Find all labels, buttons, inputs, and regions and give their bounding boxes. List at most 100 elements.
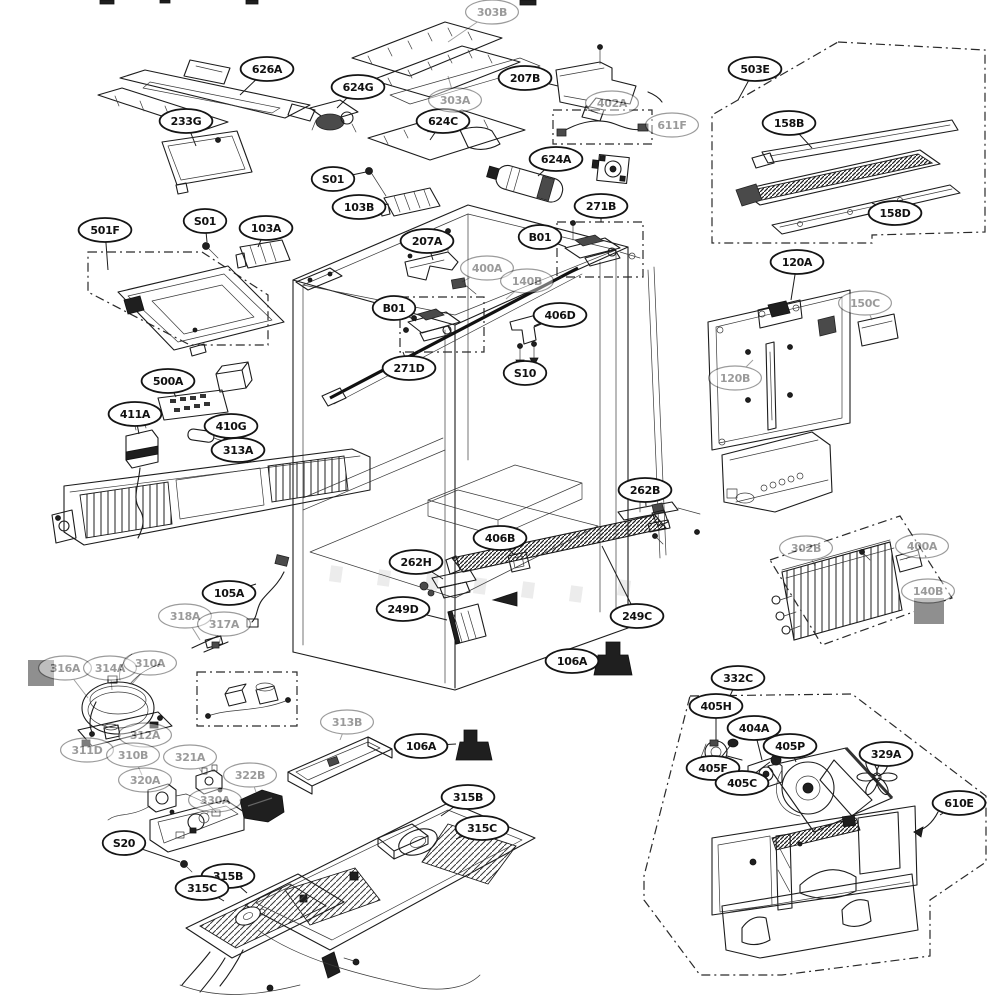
- callout-316a: 316A: [37, 655, 92, 699]
- condenser-assembly: [769, 515, 953, 646]
- callout-120a: 120A: [769, 249, 825, 301]
- callout-330a: 330A: [188, 787, 243, 815]
- rail-249c: [445, 509, 669, 575]
- pump-tray-330a: [149, 799, 245, 853]
- callout-626a: 626A: [239, 56, 295, 96]
- callout-106a: 106A: [393, 733, 457, 759]
- svg-text:611F: 611F: [657, 119, 686, 132]
- connector-103a: [235, 239, 291, 269]
- callout-312a: 312A: [117, 722, 172, 748]
- callout-320a: 320A: [117, 767, 172, 793]
- svg-text:303B: 303B: [477, 6, 507, 19]
- callout-503e: 503E: [727, 56, 783, 101]
- pipe-311d: [89, 701, 97, 733]
- small-motor-block: [591, 153, 630, 185]
- callout-103a: 103A: [238, 215, 294, 248]
- callout-317a: 317A: [197, 611, 252, 645]
- callout-610e: 610E: [931, 790, 987, 816]
- callout-262h: 262H: [388, 549, 444, 580]
- callout-624c: 624C: [415, 108, 471, 141]
- callout-311d: 311D: [59, 733, 114, 763]
- svg-text:405P: 405P: [775, 740, 805, 753]
- svg-text:310B: 310B: [118, 749, 148, 762]
- callout-271d: 271D: [381, 351, 437, 381]
- svg-text:318A: 318A: [170, 610, 201, 623]
- cover-plate-233g: [161, 130, 253, 195]
- callout-315b: 315B: [200, 863, 256, 894]
- callout-b01: B01: [517, 224, 567, 250]
- starter-kit-box: [196, 671, 298, 727]
- callout-271b: 271B: [573, 193, 629, 222]
- svg-text:302B: 302B: [791, 542, 821, 555]
- direction-arrow: [491, 591, 518, 607]
- compressor: [77, 653, 173, 747]
- callout-406d: 406D: [532, 302, 588, 328]
- svg-text:313B: 313B: [332, 716, 362, 729]
- svg-text:410G: 410G: [216, 420, 247, 433]
- callout-313b: 313B: [320, 709, 375, 741]
- callout-411a: 411A: [107, 401, 163, 435]
- svg-text:158D: 158D: [880, 207, 911, 220]
- svg-text:624C: 624C: [428, 115, 458, 128]
- svg-text:150C: 150C: [850, 297, 880, 310]
- harness-box-611f: [552, 109, 653, 145]
- foam-block-322b: [239, 789, 285, 823]
- svg-text:312A: 312A: [130, 729, 161, 742]
- top-rail-set: [351, 21, 541, 105]
- svg-text:405F: 405F: [698, 762, 727, 775]
- svg-text:330A: 330A: [200, 794, 231, 807]
- block-406b: [507, 551, 531, 573]
- svg-text:405C: 405C: [727, 777, 757, 790]
- power-cord-411a: [125, 419, 159, 539]
- callout-s01: S01: [310, 166, 367, 192]
- svg-text:411A: 411A: [120, 408, 151, 421]
- svg-text:262H: 262H: [401, 556, 432, 569]
- svg-text:103A: 103A: [251, 222, 282, 235]
- callout-s10: S10: [502, 360, 548, 386]
- callout-103b: 103B: [331, 194, 387, 220]
- callout-303a: 303A: [428, 75, 483, 113]
- svg-text:314A: 314A: [95, 662, 126, 675]
- callout-262b: 262B: [617, 477, 673, 507]
- callout-314a: 314A: [82, 655, 137, 691]
- svg-text:315C: 315C: [467, 822, 497, 835]
- svg-text:626A: 626A: [252, 63, 283, 76]
- callout-611f: 611F: [644, 112, 699, 138]
- svg-text:405H: 405H: [701, 700, 732, 713]
- callout-150c: 150C: [837, 290, 892, 321]
- machine-room-cover: [711, 805, 918, 916]
- svg-text:501F: 501F: [90, 224, 119, 237]
- svg-text:S01: S01: [322, 173, 344, 186]
- svg-text:610E: 610E: [944, 797, 973, 810]
- callout-406b: 406B: [472, 525, 528, 556]
- callout-410g: 410G: [203, 413, 259, 439]
- screw-s20: [180, 860, 193, 873]
- board-249d: [447, 603, 487, 645]
- callout-322b: 322B: [223, 762, 278, 793]
- bracket-262h: [419, 569, 477, 599]
- svg-text:500A: 500A: [153, 375, 184, 388]
- callout-b01: B01: [371, 295, 417, 322]
- svg-text:S10: S10: [514, 367, 537, 380]
- svg-text:332C: 332C: [723, 672, 753, 685]
- svg-text:B01: B01: [383, 302, 406, 315]
- svg-text:103B: 103B: [344, 201, 374, 214]
- svg-text:271B: 271B: [586, 200, 616, 213]
- svg-text:S20: S20: [113, 837, 136, 850]
- svg-text:322B: 322B: [235, 769, 265, 782]
- callout-158d: 158D: [867, 200, 923, 226]
- svg-text:315C: 315C: [187, 882, 217, 895]
- evap-cover-120a: [707, 289, 899, 451]
- cropped-top-marks: [99, 0, 537, 6]
- svg-text:315B: 315B: [453, 791, 483, 804]
- callout-329a: 329A: [858, 741, 914, 767]
- rail-313b: [287, 736, 393, 795]
- callout-158b: 158B: [761, 110, 817, 149]
- callout-303b: 303B: [447, 0, 519, 43]
- connector-400a-mid: [450, 277, 477, 295]
- svg-text:316A: 316A: [50, 662, 81, 675]
- pcb-500a: [157, 361, 253, 421]
- callout-501f: 501F: [77, 217, 133, 271]
- water-tank: [721, 431, 833, 513]
